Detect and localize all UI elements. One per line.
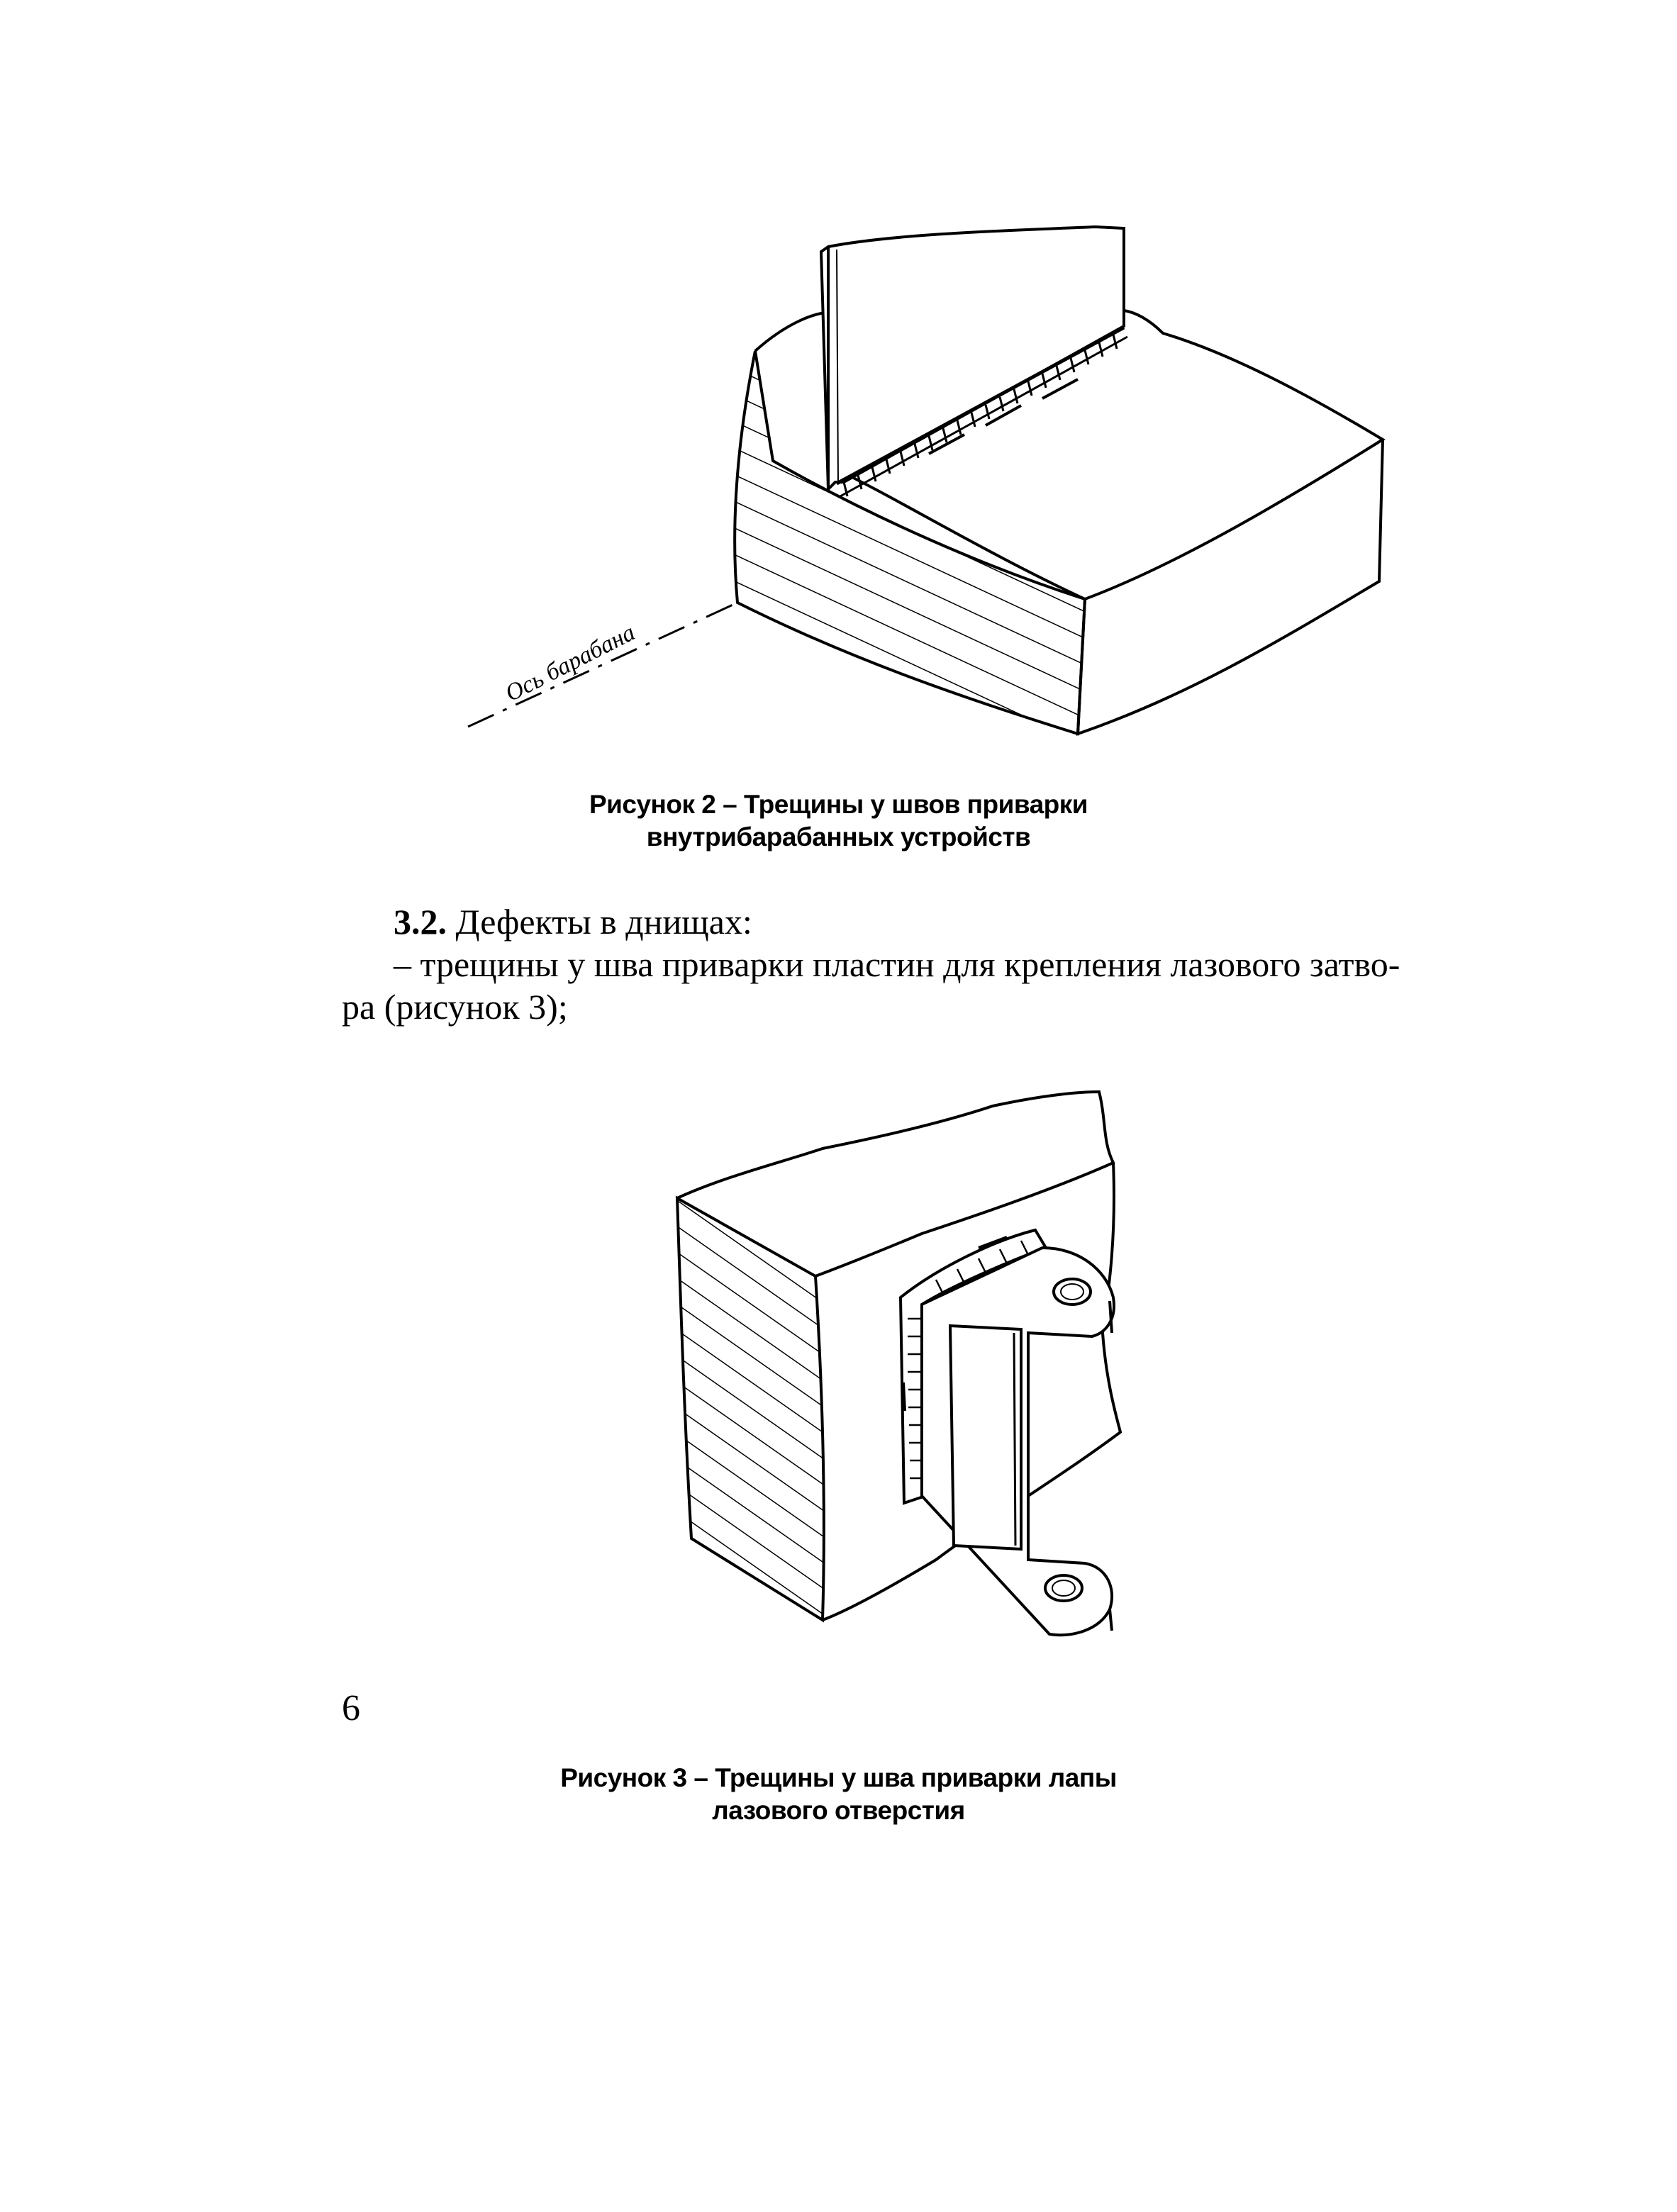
section-heading: 3.2. Дефекты в днищах: [394,900,752,943]
figure-3-caption-line-2: лазового отверстия [712,1796,965,1825]
head-top-face [676,1090,1115,1278]
weld-bead-marks [842,334,1118,497]
drum-axis-line [467,601,738,728]
defect-item-line-2: ра (рисунок 3); [342,987,568,1027]
page-number: 6 [342,1688,360,1728]
figure-2-caption-line-2: внутрибарабанных устройств [646,822,1031,851]
section-number: 3.2. [394,902,447,942]
figure-3-drawing [675,1090,1122,1637]
welded-plate [819,225,1125,493]
lug-hole-bottom [1044,1574,1083,1602]
defect-item-line-1: – трещины у шва приварки пластин для кре… [394,944,1400,984]
drum-section-hatched [733,350,1087,736]
head-section-hatched [675,1195,825,1623]
crack-marks-fig3 [902,1236,1008,1412]
crack-marks [928,378,1079,455]
drum-side-face [1076,439,1384,736]
figure-2-drawing: Ось барабана [467,225,1386,736]
lug-hole-top [1052,1278,1092,1306]
figure-2-caption-line-1: Рисунок 2 – Трещины у швов приварки [589,790,1088,819]
drum-axis-label: Ось барабана [501,620,640,708]
figure-3-caption-line-1: Рисунок 3 – Трещины у шва приварки лапы [560,1763,1117,1792]
section-heading-text: Дефекты в днищах: [447,902,752,942]
